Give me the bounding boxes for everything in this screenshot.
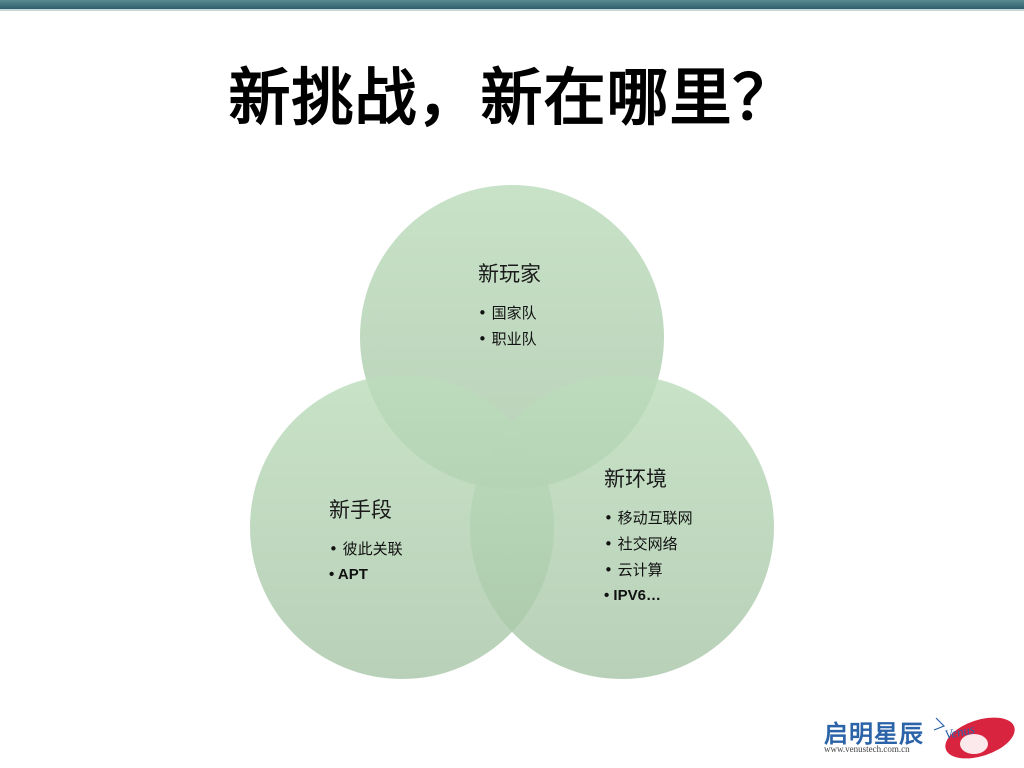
group-heading: 新环境 xyxy=(604,467,667,491)
group-heading: 新玩家 xyxy=(478,262,541,286)
logo-mark-text: Venus xyxy=(943,721,976,742)
venn-group-players: 新玩家 国家队 职业队 xyxy=(478,258,541,352)
company-logo: 启明星辰 www.venustech.com.cn Venus xyxy=(822,708,1022,764)
group-item: 国家队 xyxy=(478,300,541,326)
group-item: IPV6… xyxy=(604,583,693,609)
group-item: 职业队 xyxy=(478,326,541,352)
group-item: 社交网络 xyxy=(604,531,693,557)
venn-circle-methods xyxy=(250,375,554,679)
top-bar-divider xyxy=(0,9,1024,11)
top-bar xyxy=(0,0,1024,9)
group-heading: 新手段 xyxy=(329,498,392,522)
group-item: APT xyxy=(329,562,403,588)
venn-group-environment: 新环境 移动互联网 社交网络 云计算 IPV6… xyxy=(604,463,693,609)
logo-url-text: www.venustech.com.cn xyxy=(824,744,910,754)
group-item: 移动互联网 xyxy=(604,505,693,531)
slide-title: 新挑战，新在哪里？ xyxy=(228,61,796,134)
group-item: 彼此关联 xyxy=(329,536,403,562)
venn-group-methods: 新手段 彼此关联 APT xyxy=(329,494,403,588)
venus-logo-icon: Venus xyxy=(933,717,1015,759)
logo-brand-text: 启明星辰 xyxy=(824,720,924,748)
group-item: 云计算 xyxy=(604,557,693,583)
